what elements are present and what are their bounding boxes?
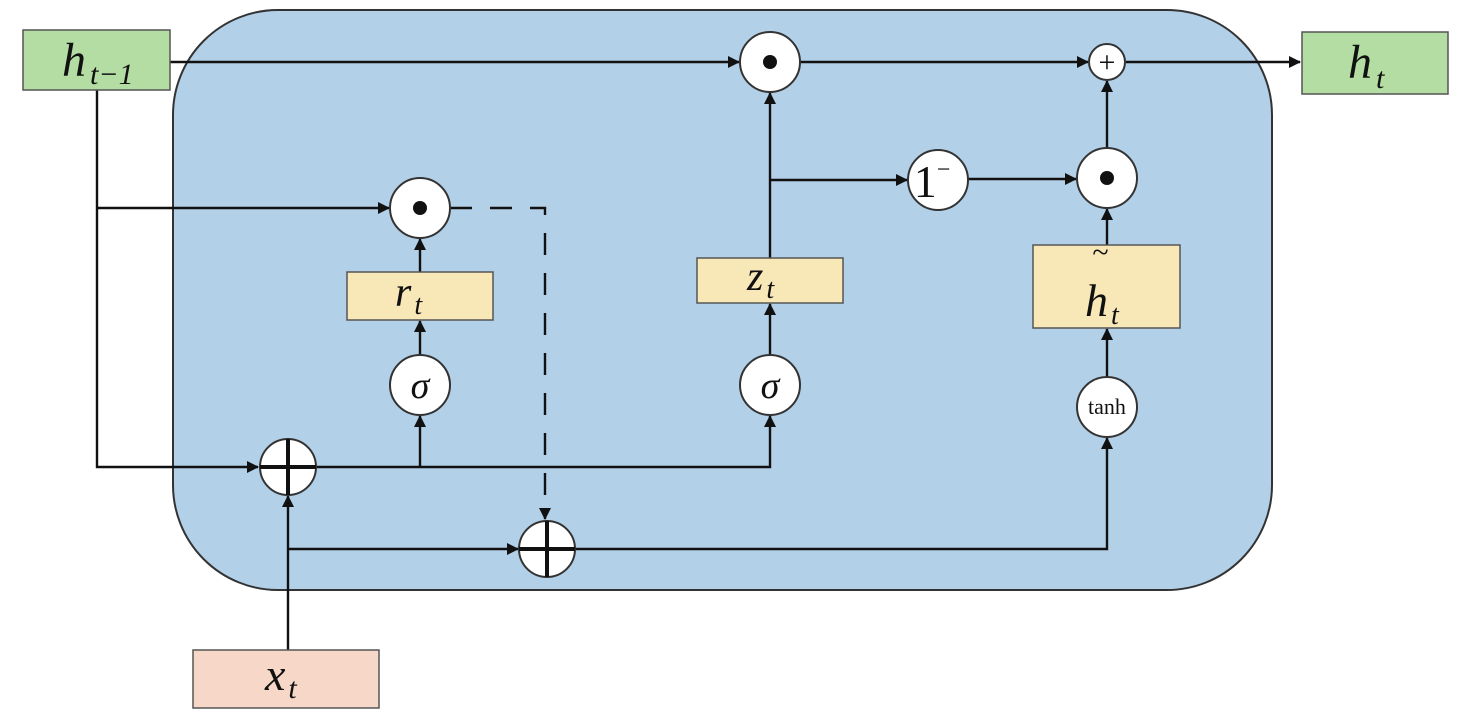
connections — [95, 56, 1301, 650]
multiply-reset-op — [389, 177, 451, 239]
svg-text:ht: ht — [1348, 36, 1385, 95]
svg-text:zt: zt — [746, 254, 775, 305]
sigmoid-update-op: σ — [739, 354, 801, 416]
multiply-candidate-op — [1076, 147, 1138, 209]
svg-text:σ: σ — [411, 365, 431, 407]
svg-text:tanh: tanh — [1088, 394, 1126, 419]
one-minus-op: 1− — [907, 149, 969, 211]
svg-text:+: + — [1099, 46, 1116, 79]
svg-text:ht: ht — [1085, 275, 1120, 331]
candidate-tilde-accent: ~ — [1092, 236, 1108, 269]
svg-text:rt: rt — [395, 270, 423, 321]
tanh-op: tanh — [1076, 376, 1138, 438]
sum-candidate-op — [518, 520, 576, 578]
svg-text:1−: 1− — [914, 156, 951, 207]
sum-input-op — [259, 438, 317, 496]
multiply-update-op — [739, 31, 801, 93]
svg-text:ht−1: ht−1 — [62, 34, 134, 91]
svg-text:xt: xt — [264, 649, 297, 705]
sigmoid-reset-op: σ — [389, 354, 451, 416]
add-output-op: + — [1088, 43, 1126, 81]
svg-text:σ: σ — [761, 365, 781, 407]
